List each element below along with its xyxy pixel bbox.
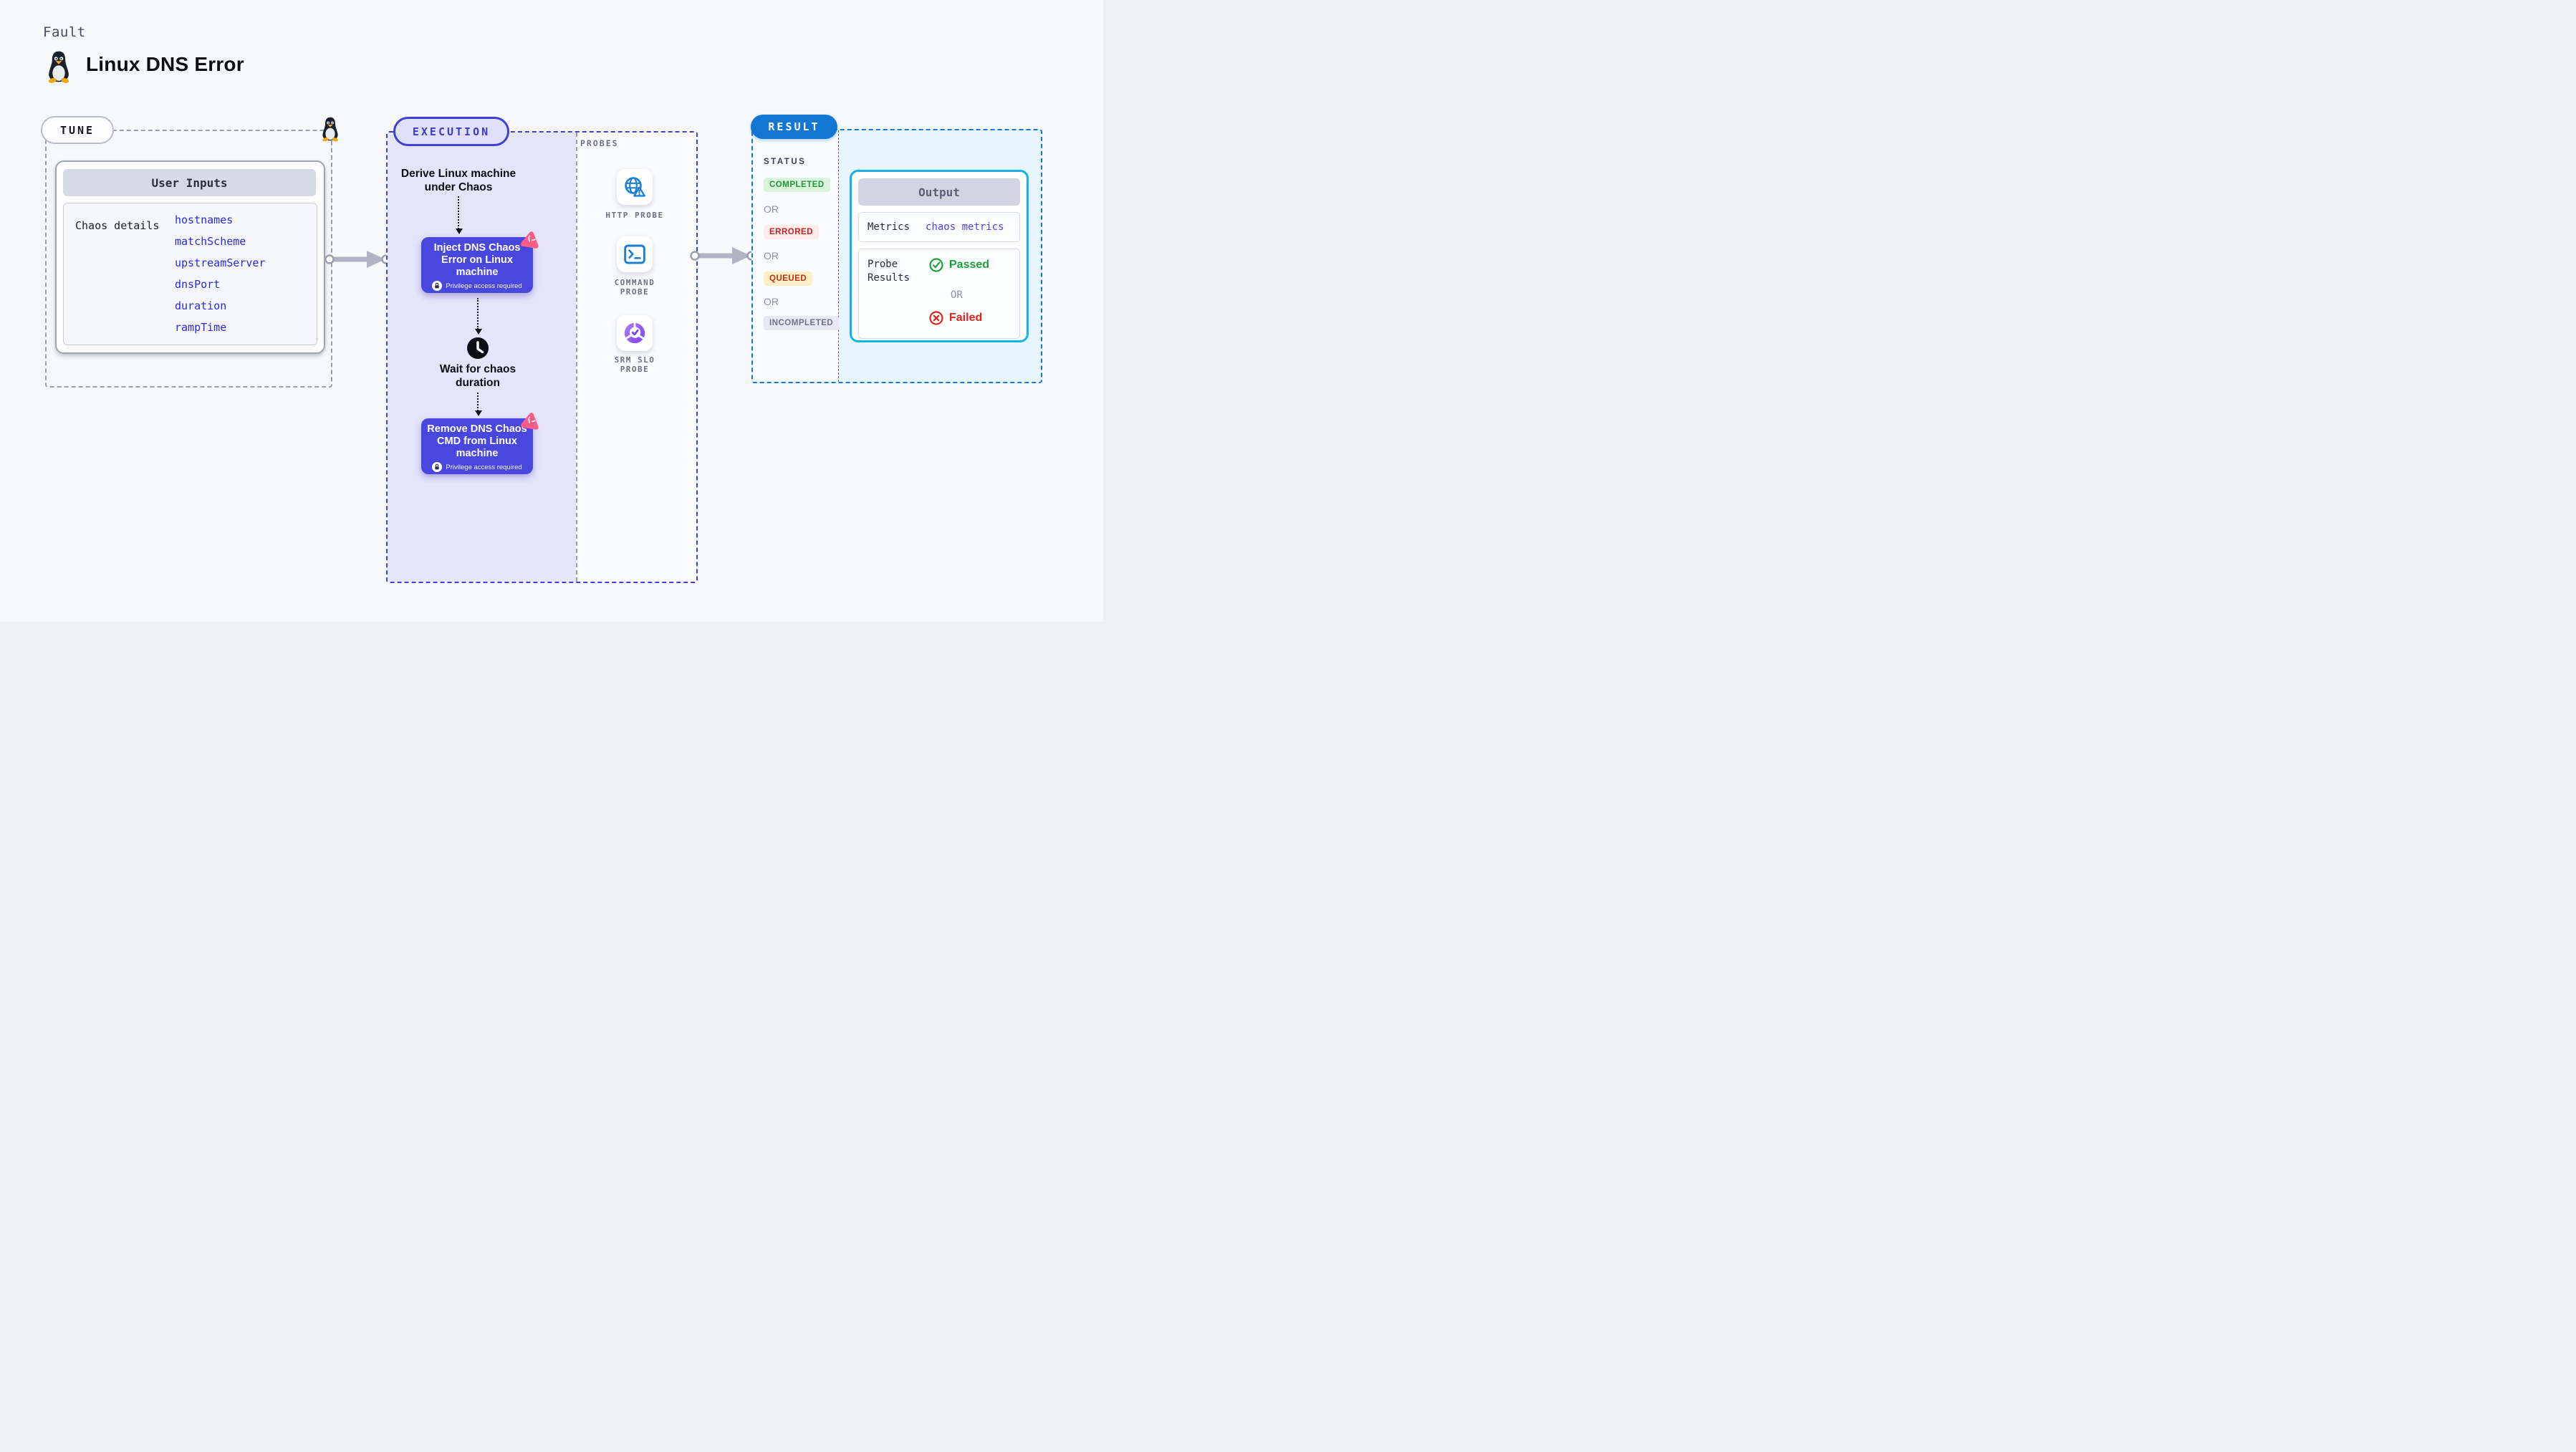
probe-results-row: Probe Results Passed OR Failed: [858, 249, 1020, 339]
fault-kind-label: Fault: [43, 24, 86, 40]
inject-node-title: Inject DNS Chaos Error on Linux machine: [433, 242, 521, 278]
remove-node-title: Remove DNS Chaos CMD from Linux machine: [427, 423, 527, 459]
metrics-row: Metrics chaos metrics: [858, 212, 1020, 242]
input-link-upstreamserver[interactable]: upstreamServer: [175, 256, 266, 269]
status-or-label: OR: [764, 296, 779, 307]
status-or-label: OR: [764, 250, 779, 261]
wait-step-label: Wait for chaos duration: [439, 363, 516, 389]
http-probe-label: HTTP PROBE: [605, 211, 664, 220]
failed-label: Failed: [949, 312, 983, 324]
chaos-metrics-link[interactable]: chaos metrics: [926, 221, 1004, 233]
remove-privilege-note: Privilege access required: [446, 463, 522, 471]
inject-dns-chaos-node[interactable]: Inject DNS Chaos Error on Linux machine …: [421, 237, 533, 293]
linux-tux-icon-small: [322, 117, 338, 142]
srm-slo-probe-card: [617, 315, 653, 351]
tune-to-execution-arrow: [325, 251, 391, 268]
chaos-input-links: hostnames matchScheme upstreamServer dns…: [175, 203, 265, 338]
status-badge-completed: COMPLETED: [764, 178, 830, 192]
chaos-details-label: Chaos details: [75, 219, 160, 232]
page-title: Linux DNS Error: [86, 53, 244, 75]
lock-icon: [432, 281, 443, 291]
check-circle-icon: [929, 258, 943, 272]
probes-section-label: PROBES: [580, 138, 619, 148]
input-link-dnsport[interactable]: dnsPort: [175, 278, 221, 291]
derive-step-label: Derive Linux machine under Chaos: [400, 168, 516, 193]
status-badge-queued: QUEUED: [764, 271, 813, 286]
flow-connector-3: [475, 393, 482, 416]
user-inputs-header: User Inputs: [63, 169, 316, 196]
tune-badge: TUNE: [41, 116, 114, 144]
metrics-label: Metrics: [868, 221, 910, 233]
execution-badge: EXECUTION: [393, 117, 509, 146]
command-probe-card: [617, 236, 653, 272]
chaos-badge-icon: [520, 413, 539, 430]
status-badge-errored: ERRORED: [764, 225, 820, 239]
status-title: STATUS: [764, 158, 807, 166]
status-or-label: OR: [764, 203, 779, 215]
status-badge-incompleted: INCOMPLETED: [764, 316, 840, 330]
user-inputs-card: User Inputs Chaos details hostnames matc…: [55, 160, 325, 354]
user-inputs-list: Chaos details hostnames matchScheme upst…: [63, 203, 317, 345]
globe-alert-icon: [625, 177, 645, 197]
execution-section-box: [386, 131, 698, 583]
probes-separator: [576, 133, 577, 582]
inject-privilege-note: Privilege access required: [446, 282, 522, 290]
lock-icon: [432, 462, 443, 472]
slo-donut-check-icon: [624, 322, 645, 344]
linux-tux-icon: [48, 51, 69, 83]
input-link-hostnames[interactable]: hostnames: [175, 213, 234, 226]
probe-results-or-label: OR: [951, 289, 963, 301]
status-column: [753, 130, 839, 382]
input-link-ramptime[interactable]: rampTime: [175, 321, 227, 334]
result-badge: RESULT: [751, 115, 837, 139]
output-header: Output: [858, 178, 1020, 206]
remove-dns-chaos-node[interactable]: Remove DNS Chaos CMD from Linux machine …: [421, 418, 533, 474]
failed-result: Failed: [929, 311, 982, 325]
passed-label: Passed: [949, 259, 990, 271]
diagram-canvas: Fault Linux DNS Error TUNE User Inputs C…: [0, 0, 1103, 622]
passed-result: Passed: [929, 258, 989, 272]
input-link-duration[interactable]: duration: [175, 299, 227, 312]
terminal-icon: [624, 244, 645, 264]
wait-clock-icon: [467, 337, 489, 359]
input-link-matchscheme[interactable]: matchScheme: [175, 235, 246, 248]
flow-connector-1: [456, 196, 463, 234]
srm-slo-probe-label: SRM SLO PROBE: [614, 355, 655, 374]
command-probe-label: COMMAND PROBE: [614, 278, 655, 297]
flow-connector-2: [475, 298, 482, 335]
execution-to-result-arrow: [690, 247, 756, 264]
x-circle-icon: [929, 311, 943, 325]
http-probe-card: [617, 169, 653, 205]
output-card: Output Metrics chaos metrics Probe Resul…: [850, 170, 1029, 342]
probe-results-label: Probe Results: [868, 259, 910, 284]
chaos-badge-icon: [520, 231, 539, 249]
